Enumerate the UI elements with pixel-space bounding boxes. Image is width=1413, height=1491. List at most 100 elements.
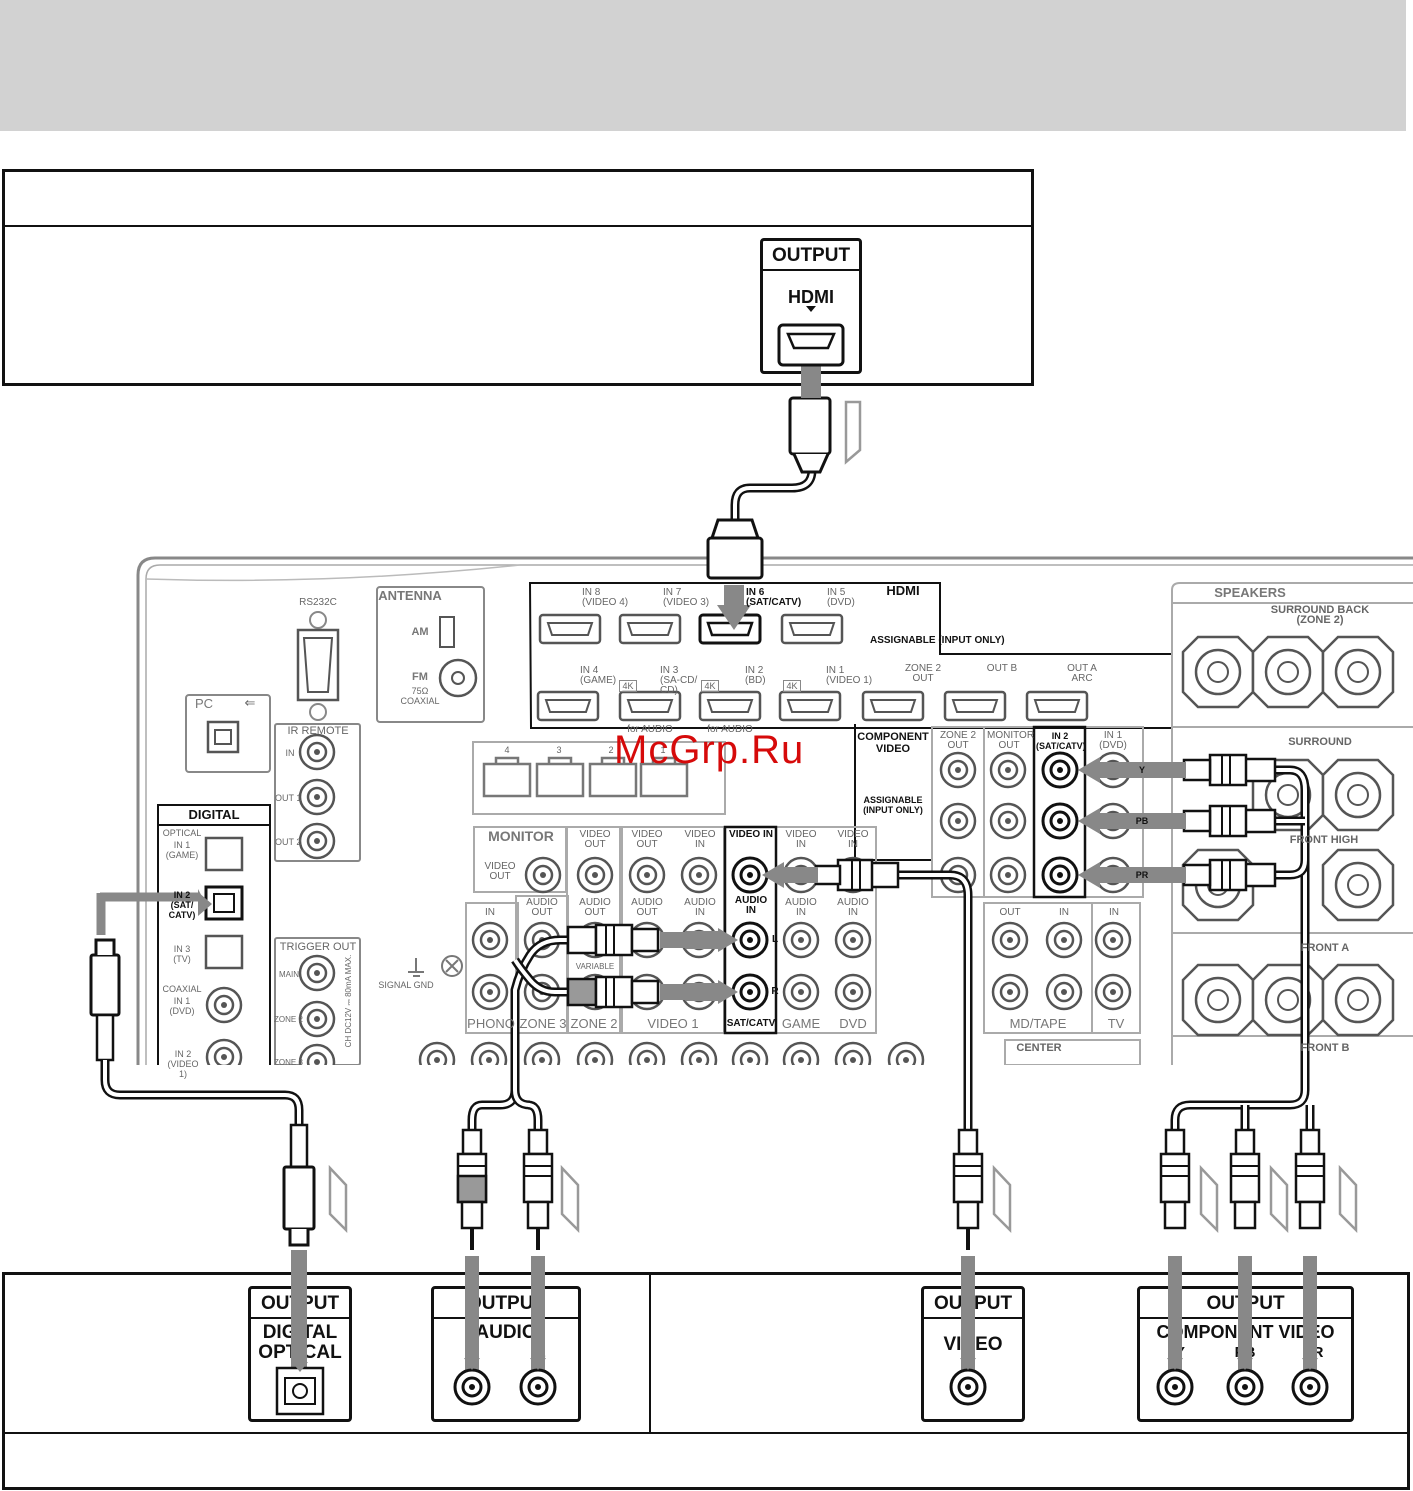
bottom-panel-divider — [2, 1432, 1410, 1434]
front-high-label: FRONT HIGH — [1289, 834, 1359, 846]
phono-in-label: IN — [485, 907, 495, 918]
section-game: GAME — [781, 1016, 821, 1031]
hdmi-assignable-label: ASSIGNABLE (INPUT ONLY) — [870, 635, 1005, 646]
header-band — [0, 0, 1406, 131]
center-label: CENTER — [1016, 1042, 1062, 1054]
component-assignable-label: ASSIGNABLE (INPUT ONLY) — [863, 795, 923, 815]
hdmi-output-box: OUTPUT HDMI — [760, 238, 862, 374]
component-in1-label: IN 1 (DVD) — [1099, 730, 1127, 751]
sat-l-label: L — [771, 934, 779, 945]
trigger-zone3-label: ZONE 3 — [274, 1058, 303, 1067]
lan-port-4: 4 — [504, 745, 510, 755]
digital-optical-label: OPTICAL — [162, 828, 202, 838]
watermark-text: McGrp.Ru — [614, 728, 805, 772]
hdmi-output-label: HDMI — [788, 287, 834, 307]
lan-port-1: 1 — [660, 745, 666, 755]
zone3-audio-out-label: AUDIO OUT — [526, 897, 558, 918]
video1-audio-out-label: AUDIO OUT — [631, 897, 663, 918]
audio-output-label: AUDIO — [475, 1322, 537, 1343]
coax-in1-label: IN 1 (DVD) — [169, 996, 195, 1016]
audio-plug-l-horizontal — [566, 923, 688, 957]
hdmi-in7-label: IN 7(VIDEO 3) — [663, 587, 710, 608]
coax-in2-label: IN 2 (VIDEO 1) — [167, 1049, 199, 1079]
for-audio-label: for AUDIO — [707, 724, 753, 735]
trigger-spec-note: CH DC12V ⎓ 80mA MAX. — [344, 954, 353, 1048]
section-zone2: ZONE 2 — [570, 1016, 618, 1031]
hdmi-in3-label: IN 3(SA-CD/ CD) — [660, 665, 698, 696]
zone2-video-out-label: VIDEO OUT — [579, 829, 611, 850]
antenna-am-label: AM — [411, 626, 429, 638]
source-device-panel — [2, 169, 1034, 386]
video1-video-in-label: VIDEO IN — [684, 829, 716, 850]
hdmi-in8-label: IN 8(VIDEO 4) — [582, 587, 629, 608]
badge-4k: 4K — [701, 680, 719, 692]
video1-audio-in-label: AUDIO IN — [684, 897, 716, 918]
sat-r-label: R — [771, 986, 779, 997]
component-monitor-out-label: MONITOR OUT — [987, 730, 1035, 751]
rs232c-label: RS232C — [299, 597, 337, 608]
monitor-title: MONITOR — [488, 828, 554, 844]
digital-coaxial-label: COAXIAL — [162, 984, 202, 994]
ir-remote-title: IR REMOTE — [287, 725, 349, 737]
antenna-fm-label: FM — [412, 671, 428, 683]
dvd-audio-in-label: AUDIO IN — [837, 897, 869, 918]
hdmi-output-title: OUTPUT — [771, 245, 851, 266]
badge-4k: 4K — [619, 680, 637, 692]
ir-out1-label: OUT 1 — [275, 793, 302, 803]
digital-in2-label: IN 2 (SAT/ CATV) — [168, 890, 196, 920]
lan-port-3: 3 — [556, 745, 562, 755]
surround-label: SURROUND — [1288, 736, 1352, 748]
section-tv: TV — [1107, 1016, 1125, 1031]
component-in2-label: IN 2 (SAT/CATV) — [1036, 731, 1086, 751]
component-zone2-out-label: ZONE 2 OUT — [939, 730, 977, 751]
section-video1: VIDEO 1 — [647, 1016, 699, 1031]
trigger-zone2-label: ZONE 2 — [274, 1015, 303, 1024]
antenna-title: ANTENNA — [378, 588, 442, 603]
trigger-main-label: MAIN — [279, 970, 299, 979]
component-pr-tag: PR — [1135, 870, 1149, 880]
digital-title: DIGITAL — [188, 807, 240, 822]
front-a-label: FRONT A — [1300, 942, 1350, 954]
badge-4k: 4K — [783, 680, 801, 692]
digital-in3-label: IN 3 (TV) — [173, 944, 191, 964]
antenna-fm-sub: 75Ω COAXIAL — [400, 686, 440, 706]
video1-video-out-label: VIDEO OUT — [631, 829, 663, 850]
hdmi-zone2-out-label: ZONE 2 OUT — [904, 663, 942, 684]
variable-label: VARIABLE — [575, 962, 615, 971]
hdmi-in2-label: IN 2(BD) — [745, 665, 766, 686]
front-b-label: FRONT B — [1300, 1042, 1350, 1054]
tv-in-label: IN — [1109, 907, 1119, 918]
lan-port-2: 2 — [608, 745, 614, 755]
speakers-title: SPEAKERS — [1214, 585, 1286, 600]
digital-in1-label: IN 1 (GAME) — [165, 840, 199, 860]
component-video-title: COMPONENT VIDEO — [857, 731, 929, 755]
hdmi-in6-label: IN 6(SAT/CATV) — [746, 587, 802, 608]
ir-in-label: IN — [285, 748, 295, 758]
section-md-tape: MD/TAPE — [1009, 1016, 1067, 1031]
game-audio-in-label: AUDIO IN — [785, 897, 817, 918]
monitor-video-out-label: VIDEO OUT — [484, 861, 516, 882]
md-tape-in-label: IN — [1059, 907, 1069, 918]
hdmi-in1-label: IN 1(VIDEO 1) — [826, 665, 873, 686]
trigger-out-title: TRIGGER OUT — [279, 941, 357, 953]
sat-video-in-label: VIDEO IN — [729, 829, 773, 840]
pc-label: PC — [194, 696, 214, 711]
signal-gnd-label: SIGNAL GND — [378, 980, 434, 990]
ir-out2-label: OUT 2 — [275, 837, 302, 847]
zone2-audio-out-label: AUDIO OUT — [579, 897, 611, 918]
sat-catv-label: SAT/CATV — [726, 1018, 776, 1029]
section-dvd: DVD — [839, 1016, 867, 1031]
audio-output-title: OUTPUT — [466, 1293, 546, 1314]
hdmi-out-b-label: OUT B — [986, 663, 1018, 674]
hdmi-in5-label: IN 5(DVD) — [827, 587, 855, 608]
md-tape-out-label: OUT — [999, 907, 1021, 918]
hdmi-group-label: HDMI — [886, 583, 920, 598]
surround-back-label: SURROUND BACK (ZONE 2) — [1270, 604, 1370, 626]
section-phono: PHONO — [467, 1016, 515, 1031]
dvd-video-in-label: VIDEO IN — [837, 829, 869, 850]
game-video-in-label: VIDEO IN — [785, 829, 817, 850]
sat-audio-in-label: AUDIO IN — [734, 895, 768, 916]
bottom-panel-split — [649, 1272, 651, 1434]
hdmi-out-a-arc-label: OUT A ARC — [1067, 663, 1097, 684]
